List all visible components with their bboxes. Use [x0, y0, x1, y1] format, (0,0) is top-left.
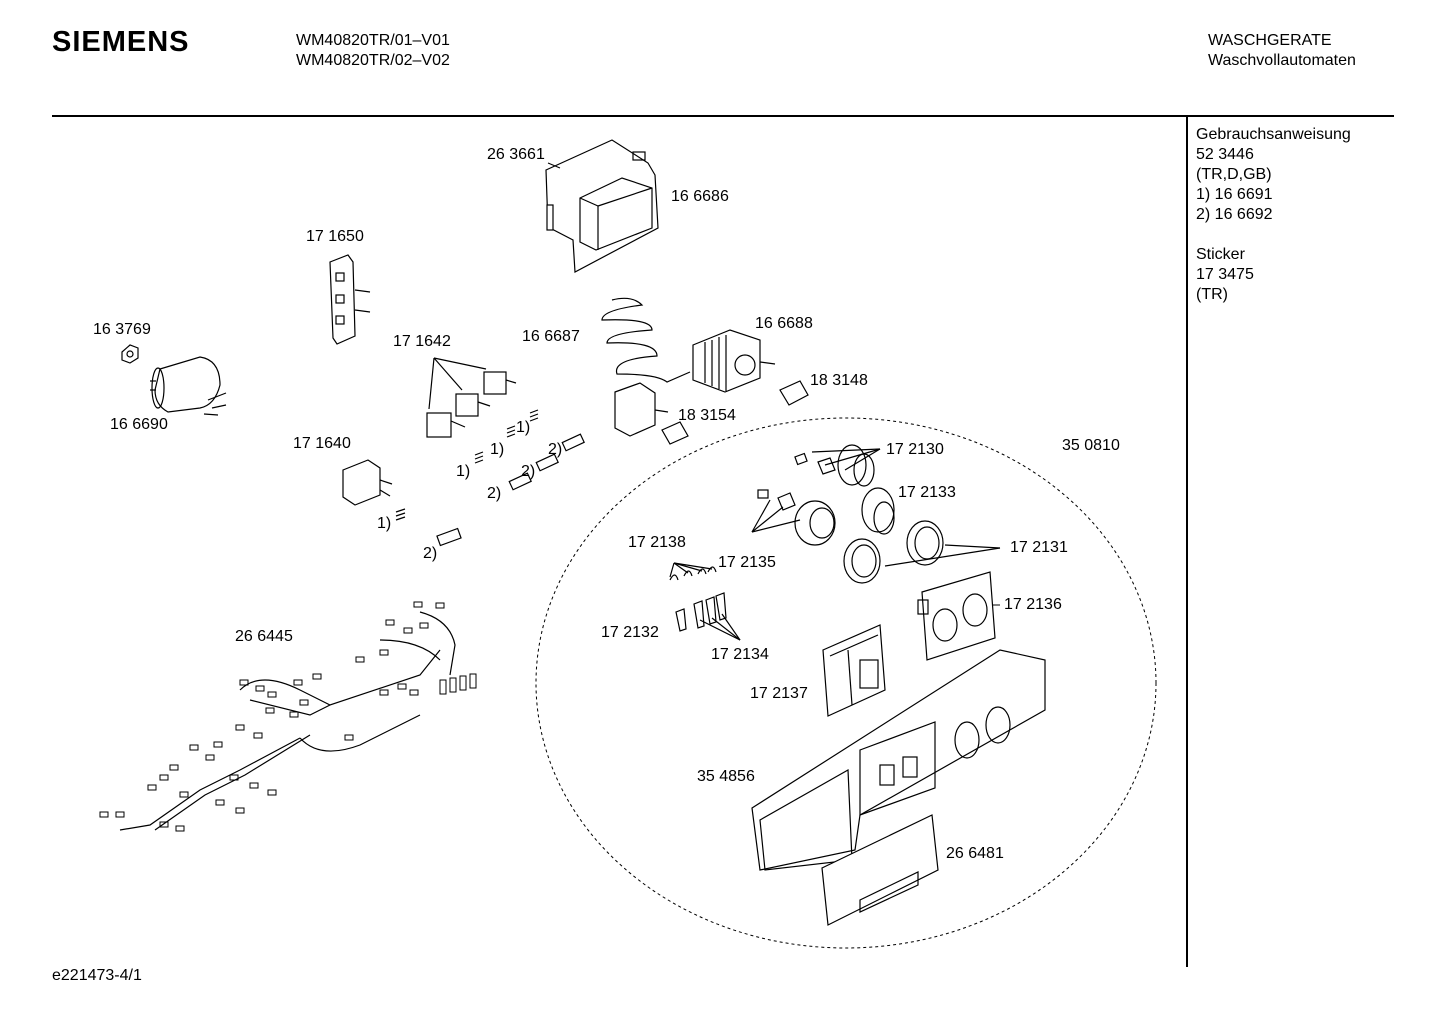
footnote-marker: 1) — [516, 419, 531, 436]
part-label: 17 2130 — [886, 441, 944, 458]
sidebar-line: Gebrauchsanweisung — [1196, 126, 1351, 143]
model-number: WM40820TR/02–V02 — [296, 52, 450, 69]
model-list: WM40820TR/01–V01 WM40820TR/02–V02 — [296, 31, 450, 71]
sidebar-divider — [1186, 117, 1188, 967]
part-label: 35 4856 — [697, 768, 755, 785]
knob-part — [861, 487, 895, 535]
footnote-marker: 2) — [521, 463, 536, 480]
timer-unit-part — [692, 329, 776, 393]
clip-group — [669, 562, 717, 581]
part-label: 26 6481 — [946, 845, 1004, 862]
knob-shaft-part — [661, 380, 809, 445]
programmer-module-part — [601, 297, 691, 437]
category-subtitle: Waschvollautomaten — [1208, 52, 1356, 69]
part-label: 17 2133 — [898, 484, 956, 501]
part-label: 17 2135 — [718, 554, 776, 571]
bulb-holder-group — [794, 444, 881, 487]
model-number: WM40820TR/01–V01 — [296, 32, 450, 49]
part-label: 16 3769 — [93, 321, 151, 338]
drawer-handle-part — [821, 814, 939, 926]
part-label: 26 6445 — [235, 628, 293, 645]
sidebar-line: (TR) — [1196, 286, 1228, 303]
sidebar-line: Sticker — [1196, 246, 1245, 263]
push-switch-group — [426, 357, 585, 491]
part-label: 18 3148 — [810, 372, 868, 389]
part-label: 17 1650 — [306, 228, 364, 245]
capacitor-part — [121, 344, 227, 416]
display-frame-part — [822, 624, 886, 717]
terminal-bracket-part — [329, 254, 371, 345]
footnote-marker: 2) — [423, 545, 438, 562]
pcb-board-part — [545, 139, 659, 273]
part-label: 16 6688 — [755, 315, 813, 332]
category-block: WASCHGERATE Waschvollautomaten — [1208, 31, 1356, 71]
assembly-group-outline — [535, 417, 1157, 949]
part-label: 17 1640 — [293, 435, 351, 452]
mains-switch-part — [342, 459, 462, 547]
sidebar-line: 2) 16 6692 — [1196, 206, 1273, 223]
part-label: 17 2138 — [628, 534, 686, 551]
sidebar-line: 17 3475 — [1196, 266, 1254, 283]
part-label: 17 2137 — [750, 685, 808, 702]
brand-logo: SIEMENS — [52, 26, 190, 58]
part-label: 17 2134 — [711, 646, 769, 663]
header-divider — [52, 115, 1394, 117]
lever-group — [675, 592, 741, 641]
leader-lines — [547, 162, 1000, 606]
part-label: 17 2136 — [1004, 596, 1062, 613]
footnote-marker: 2) — [548, 441, 563, 458]
part-label: 35 0810 — [1062, 437, 1120, 454]
part-label: 16 6687 — [522, 328, 580, 345]
part-label: 18 3154 — [678, 407, 736, 424]
footnote-marker: 2) — [487, 485, 502, 502]
footnote-marker: 1) — [456, 463, 471, 480]
ring-group — [843, 520, 1001, 584]
part-label: 17 2131 — [1010, 539, 1068, 556]
sidebar-line: (TR,D,GB) — [1196, 166, 1272, 183]
document-code: e221473-4/1 — [52, 967, 142, 984]
part-label: 17 2132 — [601, 624, 659, 641]
sidebar-line: 1) 16 6691 — [1196, 186, 1273, 203]
sidebar-line: 52 3446 — [1196, 146, 1254, 163]
part-label: 17 1642 — [393, 333, 451, 350]
spindle-group — [751, 489, 836, 546]
part-label: 26 3661 — [487, 146, 545, 163]
footnote-marker: 1) — [377, 515, 392, 532]
category-title: WASCHGERATE — [1208, 32, 1332, 49]
wiring-harness-part — [99, 601, 477, 832]
part-label: 16 6690 — [110, 416, 168, 433]
footnote-marker: 1) — [490, 441, 505, 458]
sidebar-notes: Gebrauchsanweisung 52 3446 (TR,D,GB) 1) … — [1196, 125, 1351, 305]
part-label: 16 6686 — [671, 188, 729, 205]
knob-panel-part — [917, 571, 996, 661]
